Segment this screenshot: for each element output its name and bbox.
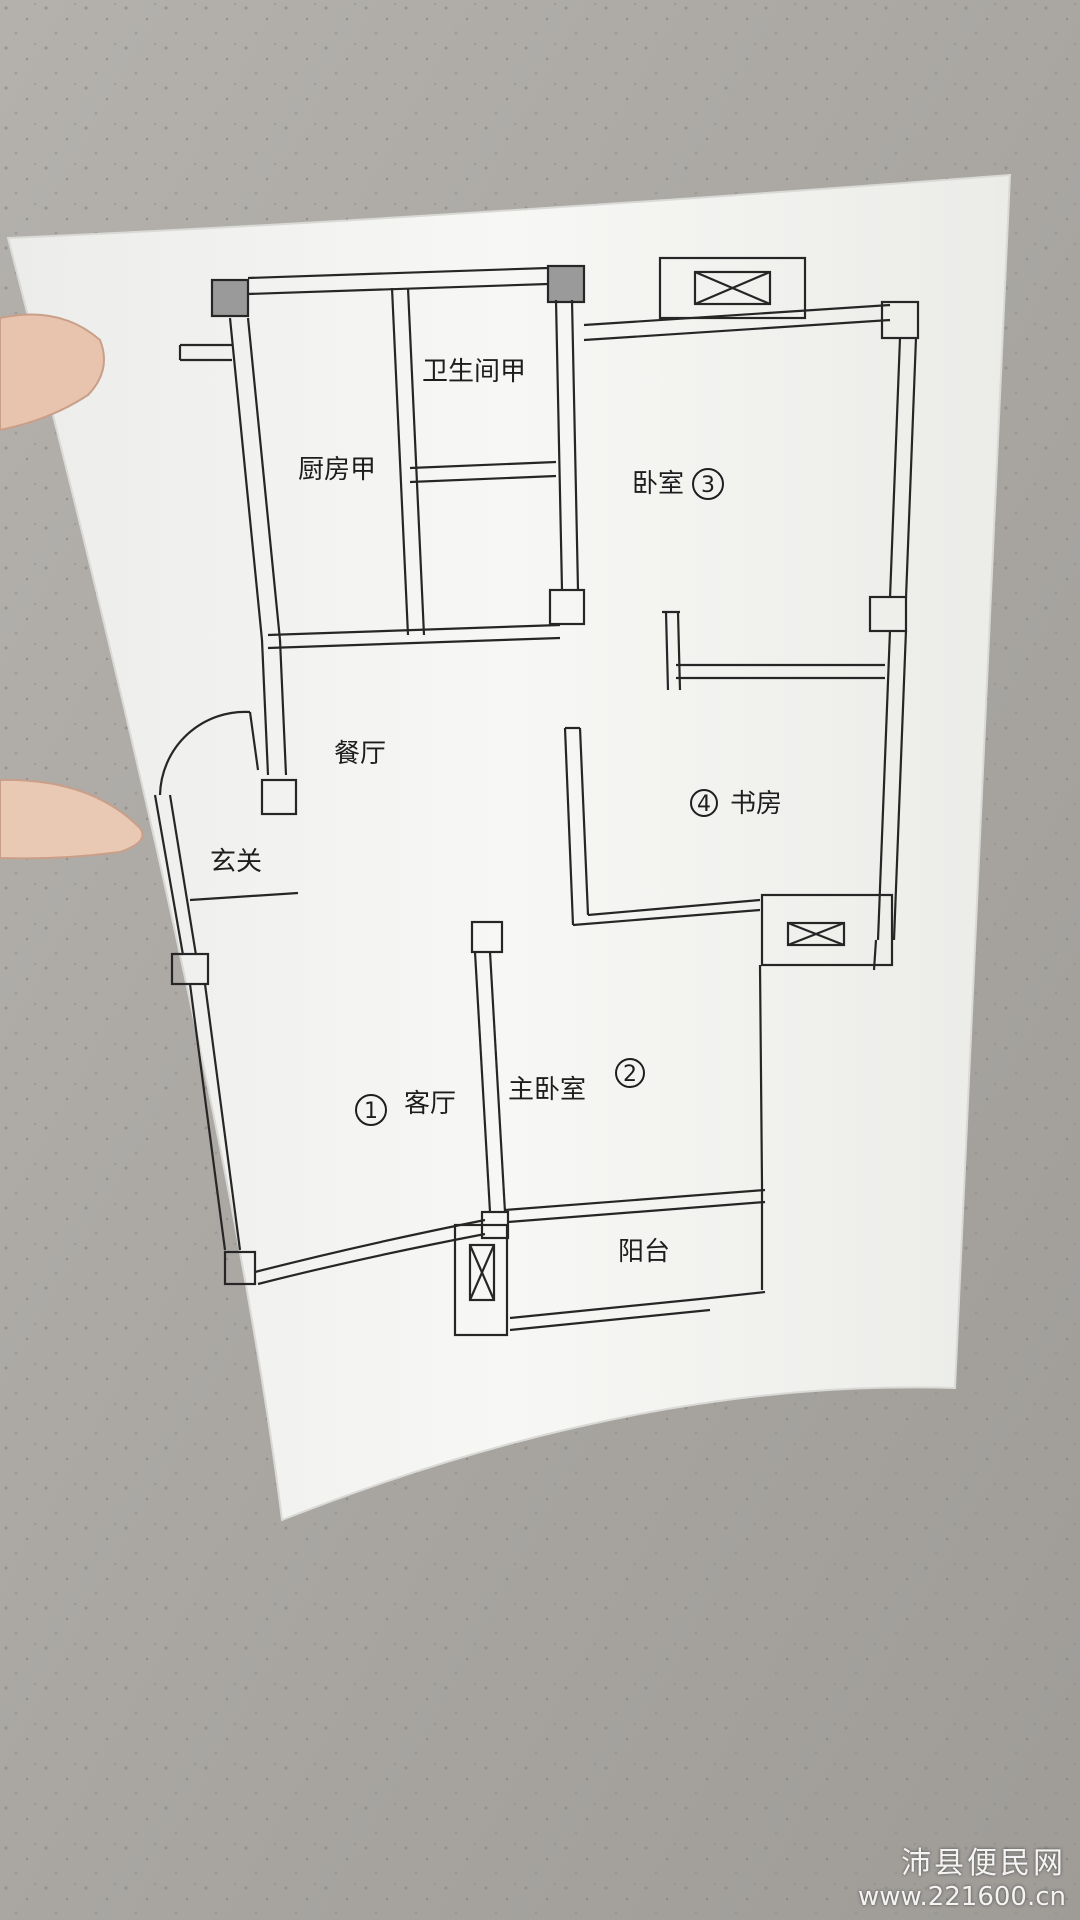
watermark-name: 沛县便民网 <box>901 1846 1066 1881</box>
finger-top <box>0 313 105 432</box>
room-label-balcony: 阳台 <box>618 1237 670 1267</box>
room-number-living: 1 <box>364 1099 378 1124</box>
finger-bottom <box>0 778 144 860</box>
room-label-dining: 餐厅 <box>334 739 386 769</box>
room-number-badge-study <box>690 789 718 817</box>
room-number-badge-living <box>355 1094 387 1126</box>
room-number-badge-master-bedroom <box>615 1058 645 1088</box>
room-label-bathroom: 卫生间甲 <box>422 357 526 387</box>
room-number-study: 4 <box>697 792 711 817</box>
room-label-living: 客厅 <box>404 1089 456 1119</box>
room-label-bedroom3: 卧室 <box>632 469 684 499</box>
paper-sheet <box>6 173 1012 1522</box>
watermark: 沛县便民网 www.221600.cn <box>858 1838 1066 1912</box>
room-label-study: 书房 <box>730 789 782 819</box>
room-number-master-bedroom: 2 <box>623 1062 637 1087</box>
watermark-url: www.221600.cn <box>858 1882 1066 1912</box>
room-label-kitchen: 厨房甲 <box>298 455 376 485</box>
room-number-bedroom3: 3 <box>701 473 715 498</box>
room-number-badge-bedroom3 <box>692 468 724 500</box>
room-label-master-bedroom: 主卧室 <box>508 1075 586 1105</box>
floor-plan <box>153 256 920 1337</box>
room-label-entrance: 玄关 <box>210 847 262 877</box>
